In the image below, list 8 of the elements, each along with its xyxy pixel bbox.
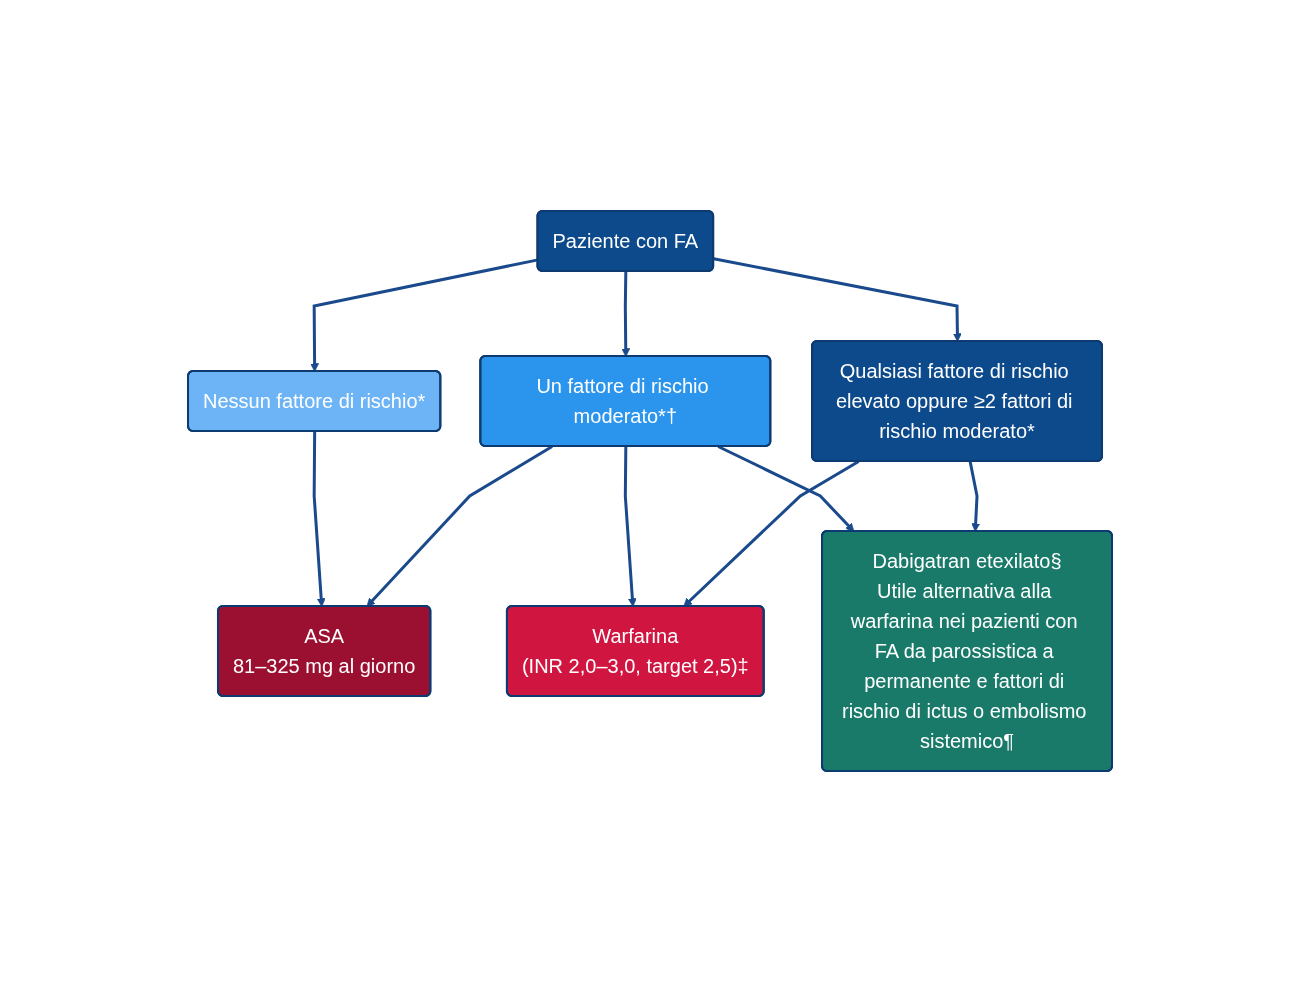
arrow xyxy=(312,431,326,607)
arrow xyxy=(717,445,855,532)
arrow xyxy=(621,271,631,357)
arrow xyxy=(366,445,553,607)
arrow xyxy=(623,446,637,607)
arrow xyxy=(968,461,981,532)
arrow xyxy=(683,460,860,607)
arrow xyxy=(713,257,962,342)
